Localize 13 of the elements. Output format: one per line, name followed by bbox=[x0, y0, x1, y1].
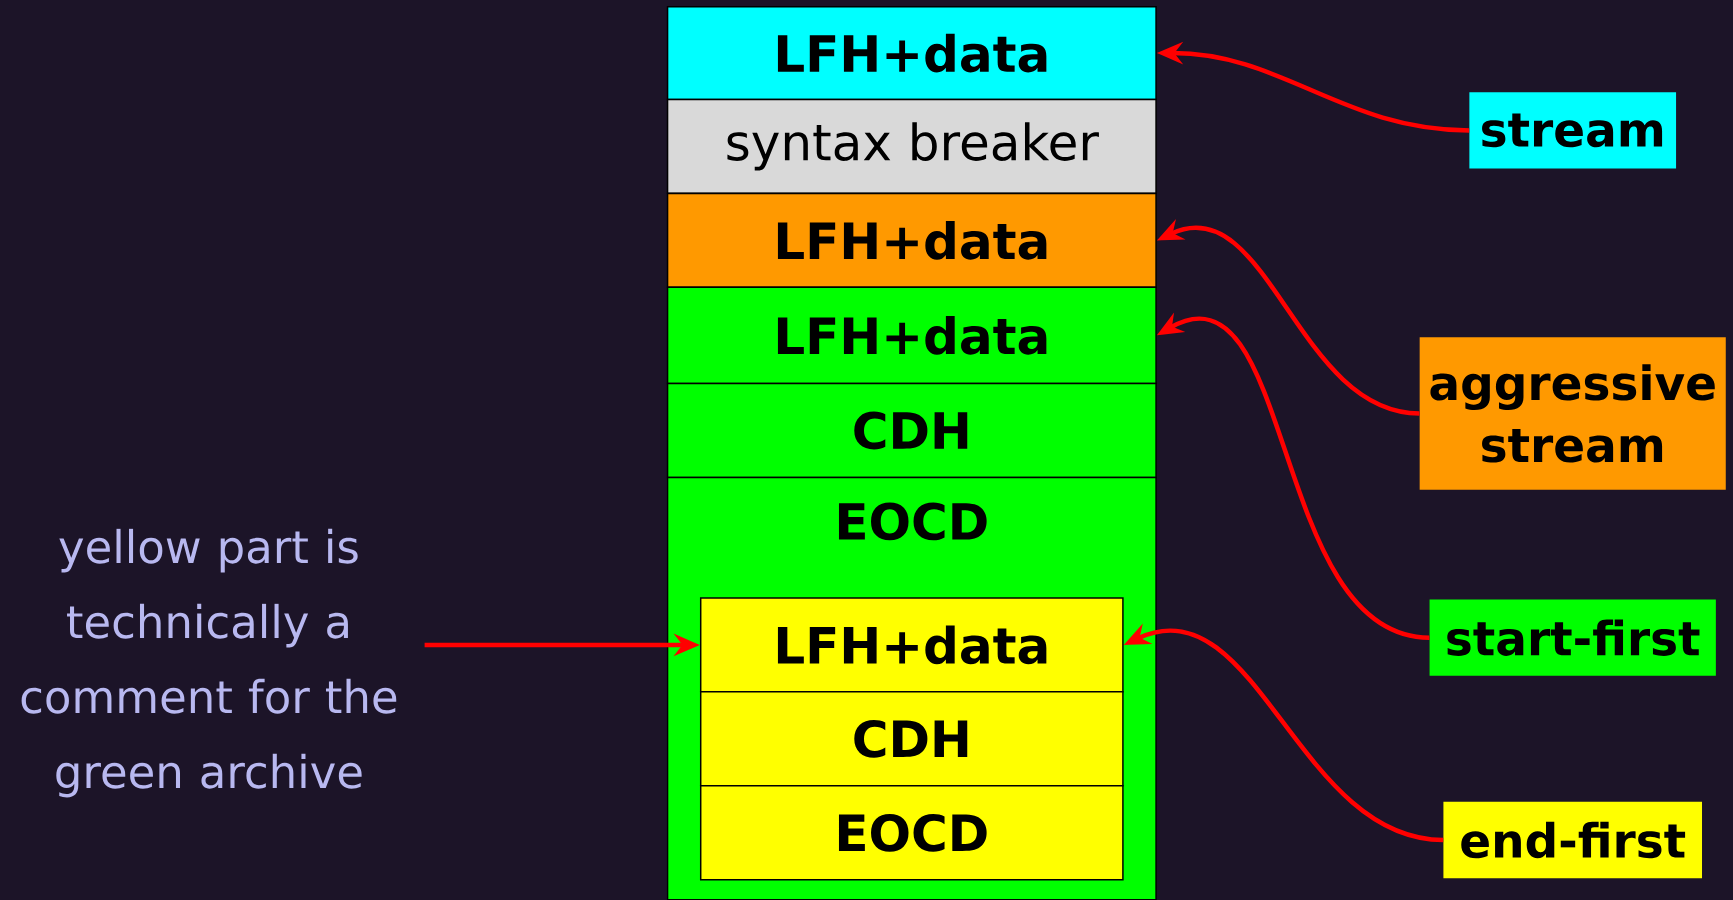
block: syntax breaker bbox=[666, 98, 1157, 195]
block: LFH+data bbox=[699, 597, 1124, 693]
block: CDH bbox=[666, 382, 1157, 479]
block: LFH+data bbox=[666, 286, 1157, 385]
caption-text: yellow part is technically a comment for the green archive bbox=[21, 528, 397, 798]
block: LFH+data bbox=[666, 192, 1157, 289]
highlight-label: start-first bbox=[1429, 599, 1716, 676]
block: CDH bbox=[699, 691, 1124, 787]
highlight-label: stream bbox=[1469, 92, 1677, 169]
highlight-label: aggressive stream bbox=[1419, 337, 1726, 490]
block: EOCD bbox=[699, 785, 1124, 881]
block: LFH+data bbox=[666, 5, 1157, 101]
highlight-label: end-first bbox=[1443, 801, 1702, 879]
